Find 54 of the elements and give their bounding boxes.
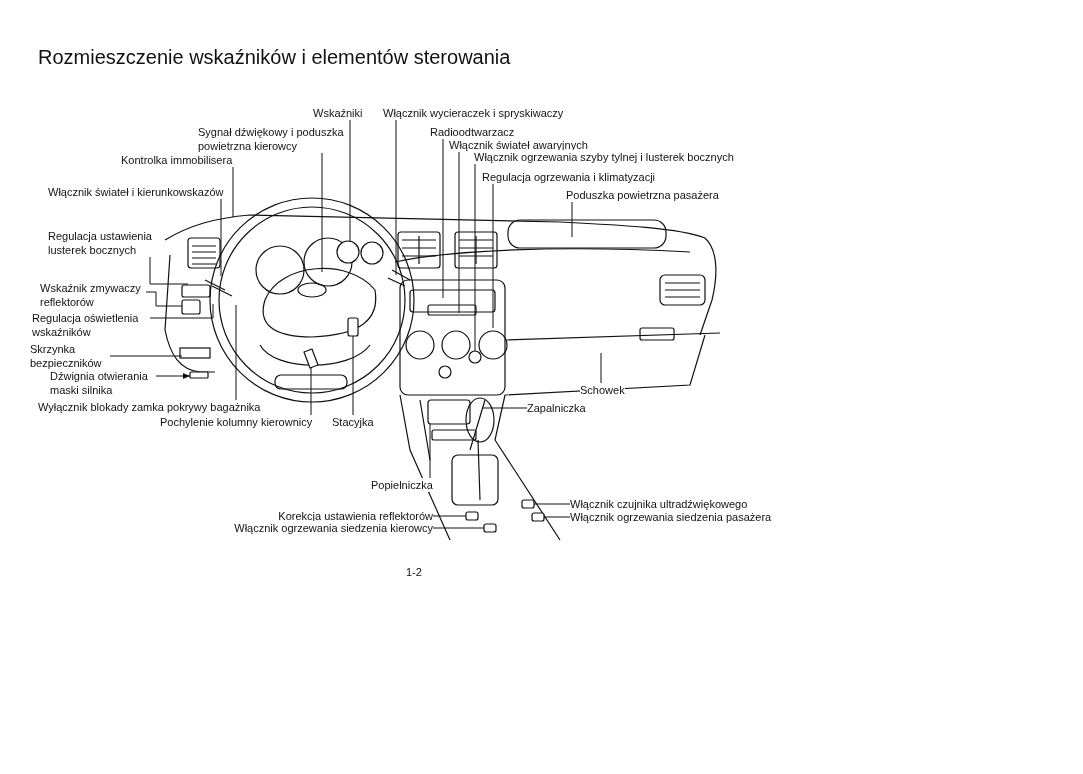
leader-line	[352, 335, 354, 416]
switch-knob	[468, 350, 482, 364]
leader-line	[349, 119, 351, 242]
gauge-dial	[336, 240, 360, 264]
leader-line	[145, 291, 183, 307]
switch	[521, 499, 535, 509]
callout-label: Włącznik ogrzewania siedzenia pasażera	[570, 510, 772, 524]
callout-label: Regulacja ogrzewania i klimatyzacji	[482, 170, 656, 184]
page-number: 1-2	[406, 566, 422, 578]
callout-label: Sygnał dźwiękowy i poduszka powietrzna kierowcy	[198, 125, 346, 153]
leader-line	[109, 355, 183, 357]
leader-line	[600, 352, 602, 384]
leader-line	[149, 256, 189, 285]
leader-line	[232, 166, 234, 218]
callout-label: Poduszka powietrzna pasażera	[566, 188, 719, 202]
leader-line	[220, 198, 222, 277]
leader-line	[310, 367, 312, 416]
leader-line	[432, 515, 467, 517]
callout-label: Stacyjka	[332, 415, 374, 429]
leader-line	[481, 407, 528, 409]
leader-line	[395, 119, 397, 276]
ignition-switch	[347, 317, 359, 337]
callout-label: Włącznik czujnika ultradźwiękowego	[570, 497, 748, 511]
leader-line	[149, 303, 214, 319]
switch	[483, 523, 497, 533]
tilt-lever	[303, 348, 319, 369]
callout-label: Popielniczka	[371, 478, 433, 492]
leader-line	[155, 373, 191, 379]
leader-line	[432, 527, 485, 529]
leader-line	[492, 183, 494, 329]
callout-label: Wyłącznik blokady zamka pokrywy bagażnika	[38, 400, 261, 414]
callout-label: Pochylenie kolumny kierownicy	[160, 415, 313, 429]
leader-line	[429, 423, 431, 479]
callout-label: Włącznik świateł i kierunkowskazów	[48, 185, 224, 199]
leader-line	[543, 516, 571, 518]
hood-release-lever	[189, 371, 209, 379]
callout-label: Zapalniczka	[527, 401, 586, 415]
switch	[531, 512, 545, 522]
callout-label: Wskaźniki	[313, 106, 363, 120]
leader-line	[321, 152, 323, 273]
switch	[465, 511, 479, 521]
leader-line	[533, 503, 571, 505]
callout-label: Włącznik wycieraczek i spryskiwaczy	[383, 106, 564, 120]
callout-label: Radioodtwarzacz	[430, 125, 515, 139]
leader-line	[235, 304, 237, 401]
callout-label: Kontrolka immobilisera	[121, 153, 233, 167]
callout-label: Schowek	[580, 383, 625, 397]
leader-line	[458, 151, 460, 314]
switch	[181, 299, 201, 315]
callout-label: Włącznik ogrzewania siedzenia kierowcy	[234, 521, 433, 535]
callout-label: Włącznik ogrzewania szyby tylnej i lusterek bocznych	[474, 150, 734, 164]
leader-line	[442, 138, 444, 299]
leader-line	[571, 201, 573, 238]
page-title: Rozmieszczenie wskaźników i elementów sterowania	[38, 46, 511, 69]
